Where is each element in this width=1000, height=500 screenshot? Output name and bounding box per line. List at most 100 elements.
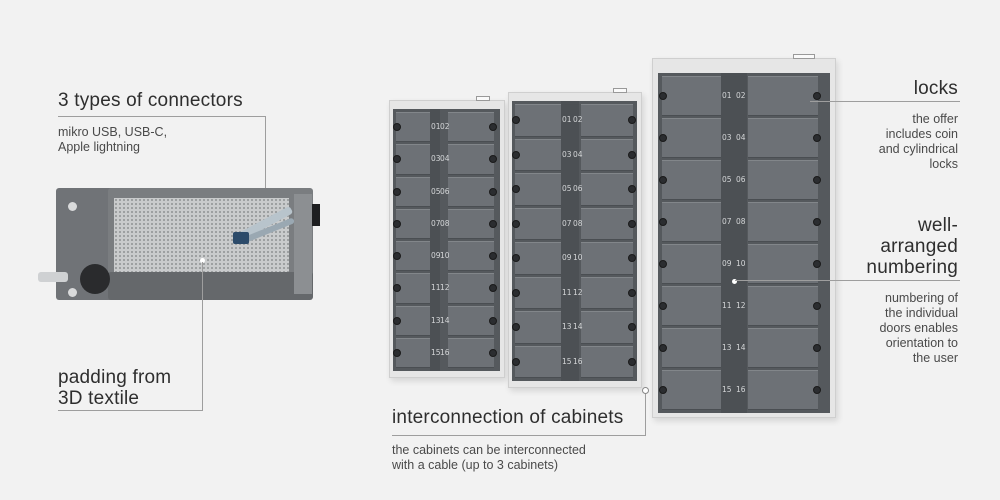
numbering-desc-line: numbering of xyxy=(885,291,958,305)
numbering-leader xyxy=(735,280,960,281)
lock-icon xyxy=(489,123,497,132)
locker-number: 07 xyxy=(722,217,732,226)
lock-icon xyxy=(393,348,401,357)
connectors-title: 3 types of connectors xyxy=(58,90,243,111)
locker-door xyxy=(515,138,561,171)
locker-door xyxy=(515,276,561,309)
locker-number: 08 xyxy=(440,218,450,228)
locker-door xyxy=(748,118,818,158)
locker-door xyxy=(396,176,430,207)
locker-number: 14 xyxy=(440,315,450,325)
numbering-title-line: well- xyxy=(917,215,958,236)
connectors-leader-h xyxy=(58,116,266,117)
locker-number: 08 xyxy=(573,218,583,228)
screw-icon xyxy=(68,288,77,297)
numbering-desc: numbering of the individual doors enable… xyxy=(830,291,958,366)
locks-leader xyxy=(810,101,960,102)
locker-number: 09 xyxy=(562,253,572,263)
locker-door xyxy=(662,118,721,158)
lock-icon xyxy=(489,316,497,325)
locker-number: 10 xyxy=(440,251,450,261)
lock-icon xyxy=(393,187,401,196)
locker-number: 06 xyxy=(736,175,746,184)
locker-number: 15 xyxy=(722,385,732,394)
locker-door xyxy=(396,112,430,143)
lock-icon xyxy=(512,288,520,297)
interconnection-desc-line: the cabinets can be interconnected xyxy=(392,443,586,457)
locker-door xyxy=(662,202,721,242)
lock-icon xyxy=(659,344,667,352)
locker-number: 13 xyxy=(431,315,441,325)
number-strip xyxy=(561,101,579,381)
locker-door xyxy=(396,337,430,368)
locker-number: 11 xyxy=(431,283,441,293)
locker-door xyxy=(581,207,633,240)
lock-icon xyxy=(659,260,667,268)
padding-title-line: 3D textile xyxy=(58,388,140,409)
locker-number: 15 xyxy=(562,356,572,366)
locker-number: 01 xyxy=(431,122,441,132)
lock-icon xyxy=(512,323,520,332)
lock-icon xyxy=(393,155,401,164)
locker-number: 16 xyxy=(736,385,746,394)
lock-icon xyxy=(489,219,497,228)
locker-number: 08 xyxy=(736,217,746,226)
locker-door xyxy=(748,370,818,410)
locker-number: 05 xyxy=(562,184,572,194)
locker-number: 05 xyxy=(722,175,732,184)
lock-icon xyxy=(628,323,636,332)
lock-icon xyxy=(813,92,821,100)
device-front-lip xyxy=(108,272,313,300)
lock-icon xyxy=(813,134,821,142)
lock-icon xyxy=(512,219,520,228)
numbering-desc-line: doors enables xyxy=(879,321,958,335)
locker-door xyxy=(748,244,818,284)
lock-icon xyxy=(659,134,667,142)
locker-number: 03 xyxy=(431,154,441,164)
locker-number: 11 xyxy=(562,287,572,297)
locks-desc-line: the offer xyxy=(912,112,958,126)
locker-number: 14 xyxy=(573,322,583,332)
locker-door xyxy=(581,242,633,275)
number-strip xyxy=(430,109,440,371)
cabinet-label-plate xyxy=(476,96,490,101)
lock-icon xyxy=(512,116,520,125)
locker-number: 03 xyxy=(562,149,572,159)
locker-door xyxy=(515,242,561,275)
locker-door xyxy=(396,273,430,304)
lock-icon xyxy=(393,284,401,293)
lock-icon xyxy=(813,302,821,310)
locker-door xyxy=(662,76,721,116)
locker-door xyxy=(396,208,430,239)
numbering-title-line: arranged xyxy=(880,236,958,257)
cabinet-label-plate xyxy=(613,88,627,93)
locker-number: 12 xyxy=(440,283,450,293)
lock-icon xyxy=(393,316,401,325)
locker-door xyxy=(662,370,721,410)
lock-icon xyxy=(813,386,821,394)
connectors-desc: mikro USB, USB-C, Apple lightning xyxy=(58,125,167,155)
locker-number: 05 xyxy=(431,186,441,196)
lock-icon xyxy=(628,150,636,159)
screw-icon xyxy=(68,202,77,211)
lock-icon xyxy=(813,260,821,268)
locker-door xyxy=(396,241,430,272)
locker-door xyxy=(662,328,721,368)
locker-door xyxy=(662,286,721,326)
locker-number: 02 xyxy=(573,115,583,125)
locks-title: locks xyxy=(913,78,958,99)
locker-door xyxy=(515,173,561,206)
lock-bolt xyxy=(38,272,68,282)
locker-door xyxy=(515,104,561,137)
locker-door xyxy=(748,76,818,116)
locker-number: 04 xyxy=(736,133,746,142)
locker-number: 02 xyxy=(736,91,746,100)
locker-number: 15 xyxy=(431,347,441,357)
locker-door xyxy=(581,104,633,137)
locker-number: 10 xyxy=(573,253,583,263)
locker-door xyxy=(581,345,633,378)
lock-icon xyxy=(393,219,401,228)
